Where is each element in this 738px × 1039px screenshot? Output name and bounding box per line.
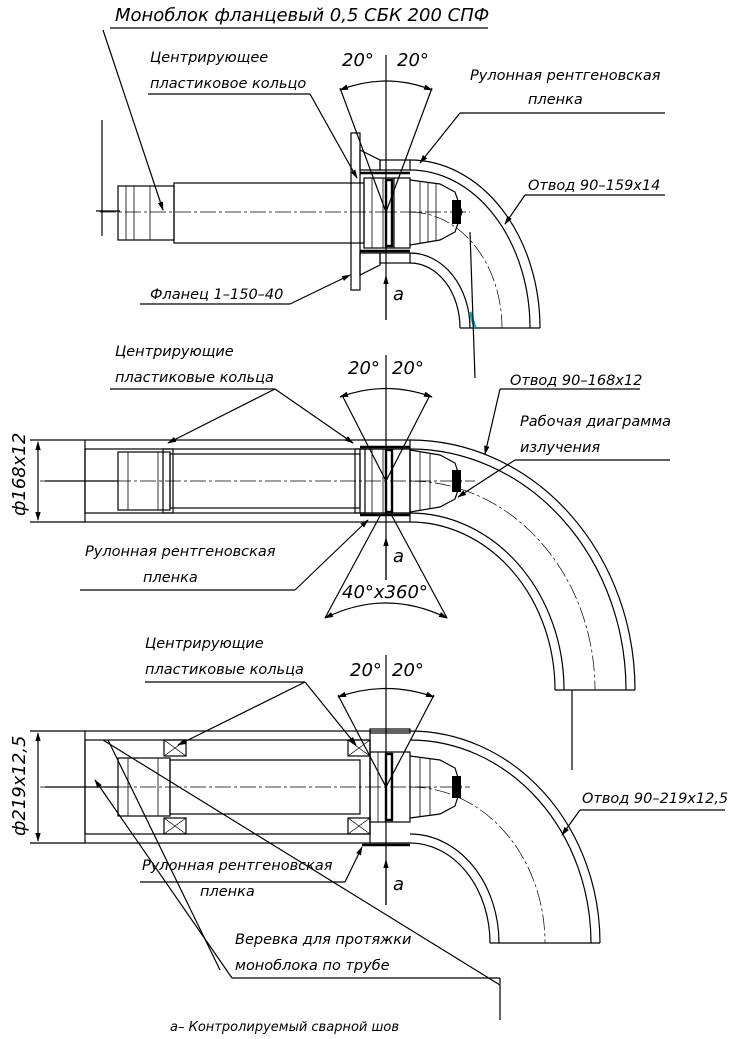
view2-elbow-label: Отвод 90–168x12 <box>510 373 642 389</box>
view3-rope-label-2: моноблока по трубе <box>235 958 390 974</box>
view3-weld-label: a <box>393 874 404 895</box>
view3-rings-label-2: пластиковые кольца <box>145 662 304 678</box>
view2-beam-label: 40°x360° <box>342 582 428 603</box>
view3-elbow-label: Отвод 90–219x12,5 <box>582 791 728 807</box>
drawing-title: Моноблок фланцевый 0,5 СБК 200 СПФ <box>115 5 489 26</box>
view2-pattern-label-1: Рабочая диаграмма <box>520 414 671 430</box>
view1-angle-left: 20° <box>342 50 374 71</box>
elbow-159 <box>409 159 541 329</box>
elbow-168 <box>409 439 636 691</box>
view1-weld-label: a <box>393 284 404 305</box>
view1-ring-label-1: Центрирующее <box>150 50 268 66</box>
view3-angle-left: 20° <box>350 660 382 681</box>
view3-rope-label-1: Веревка для протяжки <box>235 932 411 948</box>
view2-rings-label-1: Центрирующие <box>115 344 234 360</box>
view3-angle-right: 20° <box>392 660 424 681</box>
view2-weld-label: a <box>393 546 404 567</box>
view2-angle-right: 20° <box>392 358 424 379</box>
view-3-pipe-219: ф219x12,5 <box>9 636 728 1020</box>
view3-film-label-2: пленка <box>200 884 255 900</box>
view2-film-label-1: Рулонная рентгеновская <box>85 544 276 560</box>
view1-flange-label: Фланец 1–150–40 <box>150 287 283 303</box>
view3-diameter-label: ф219x12,5 <box>9 736 30 836</box>
view2-film-label-2: пленка <box>143 570 198 586</box>
view1-elbow-label: Отвод 90–159x14 <box>528 178 660 194</box>
view-2-pipe-168: ф168x12 20° 20° a <box>9 344 671 770</box>
beam-arc <box>324 602 448 619</box>
view-1-flanged-monoblock: 20° 20° a Центрирующее пластиковое кольц… <box>96 29 665 379</box>
view3-rings-label-1: Центрирующие <box>145 636 264 652</box>
view2-angle-left: 20° <box>348 358 380 379</box>
view3-film-label-1: Рулонная рентгеновская <box>142 858 333 874</box>
view2-diameter-label: ф168x12 <box>9 433 30 516</box>
view1-angle-right: 20° <box>397 50 429 71</box>
emitter-head <box>409 179 463 246</box>
footnote: a– Контролируемый сварной шов <box>170 1020 399 1035</box>
view1-film-label-1: Рулонная рентгеновская <box>470 68 661 84</box>
view1-film-label-2: пленка <box>528 92 583 108</box>
view2-pattern-label-2: излучения <box>520 440 600 456</box>
centering-ring-right <box>347 739 371 835</box>
flange <box>350 132 361 291</box>
view1-ring-label-2: пластиковое кольцо <box>150 76 306 92</box>
view2-rings-label-2: пластиковые кольца <box>115 370 274 386</box>
elbow-219 <box>370 730 601 944</box>
